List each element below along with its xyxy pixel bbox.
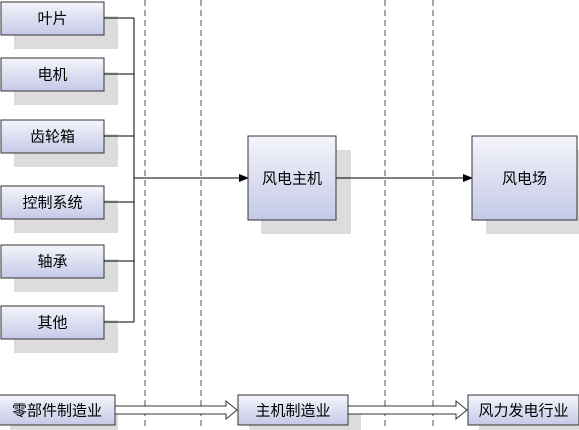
component-box-0: 叶片 [0,1,118,49]
component-connectors [104,17,135,323]
box-body [0,1,105,36]
box-body [0,244,105,279]
component-label: 控制系统 [22,194,82,212]
component-label: 轴承 [37,253,67,271]
chain-box-main-unit-manufacturing: 主机制造业 [237,394,361,430]
component-box-3: 控制系统 [0,185,118,233]
chain-label: 零部件制造业 [12,402,102,420]
wind-farm-label: 风电场 [502,170,547,188]
component-label: 齿轮箱 [30,128,75,146]
component-label: 叶片 [37,10,67,28]
column-separators [144,0,434,430]
main-unit-box: 风电主机 [247,135,351,234]
box-body [0,394,116,426]
main-unit-label: 风电主机 [262,170,322,188]
component-box-2: 齿轮箱 [0,119,118,167]
component-label: 电机 [37,66,67,84]
component-box-1: 电机 [0,57,118,105]
box-body [0,185,105,220]
industry-chain-row: 零部件制造业 主机制造业 风力发电行业 [0,394,579,430]
chain-box-wind-power-industry: 风力发电行业 [467,394,579,430]
hollow-arrow-1 [114,399,238,421]
component-box-4: 轴承 [0,244,118,292]
box-body [471,135,578,221]
wind-farm-box: 风电场 [471,135,579,234]
chain-label: 风力发电行业 [478,402,568,420]
chain-box-parts-manufacturing: 零部件制造业 [0,394,118,430]
box-body [237,394,349,426]
component-box-5: 其他 [0,305,118,353]
box-body [247,135,337,221]
box-body [467,394,579,426]
chain-label: 主机制造业 [255,402,330,420]
box-body [0,119,105,154]
component-label: 其他 [37,314,67,332]
hollow-arrow-2 [347,399,468,421]
